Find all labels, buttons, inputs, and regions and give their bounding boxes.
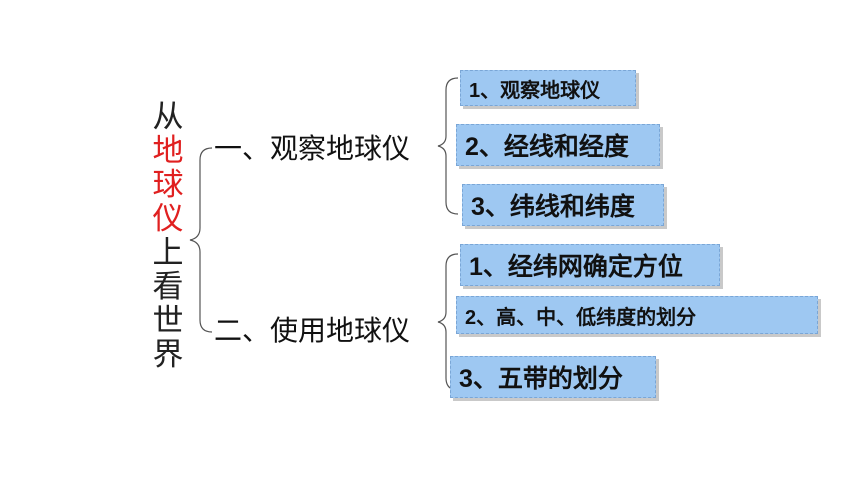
root-char: 世: [152, 303, 184, 339]
root-char: 地: [152, 133, 184, 169]
root-char: 上: [152, 235, 184, 271]
topic-box: 2、高、中、低纬度的划分: [456, 296, 818, 334]
branch-1-brace: [437, 77, 459, 215]
topic-box: 1、观察地球仪: [460, 70, 636, 106]
branch-2-brace: [437, 253, 459, 391]
root-title: 从 地 球 仪 上 看 世 界: [148, 100, 188, 372]
topic-box: 3、五带的划分: [450, 356, 656, 398]
branch-2-label: 二、使用地球仪: [214, 314, 411, 347]
branch-1-label: 一、观察地球仪: [214, 132, 411, 165]
root-char: 仪: [152, 201, 184, 237]
root-char: 球: [152, 167, 184, 203]
topic-box: 1、经纬网确定方位: [460, 244, 720, 286]
root-char: 从: [152, 99, 184, 135]
root-char: 看: [152, 269, 184, 305]
root-char: 界: [152, 337, 184, 373]
main-brace: [189, 147, 213, 333]
topic-box: 2、经线和经度: [456, 124, 660, 166]
topic-box: 3、纬线和纬度: [462, 184, 664, 226]
